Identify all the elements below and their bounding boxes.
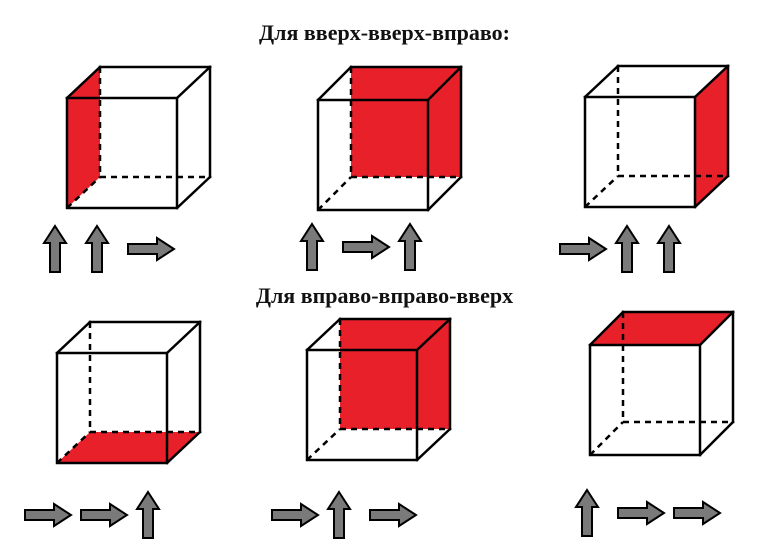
cube-front-edge	[65, 96, 179, 210]
cube-edge	[305, 317, 342, 352]
cube-edge	[698, 310, 735, 347]
highlighted-face-left	[67, 67, 100, 208]
hidden-edge	[584, 175, 619, 208]
cube-edge	[165, 320, 202, 355]
cube-edge	[415, 427, 452, 462]
cube-1-2	[588, 310, 735, 457]
arrow-up-icon	[326, 490, 352, 539]
arrow-right-icon	[24, 502, 73, 528]
cube-edge	[698, 420, 735, 457]
arrow-up-icon	[656, 224, 682, 273]
arrow-up-icon	[42, 224, 68, 273]
cube-edge	[175, 65, 212, 100]
hidden-edge	[66, 176, 101, 209]
arrow-right-icon	[617, 500, 666, 526]
arrow-up-icon	[397, 222, 423, 271]
arrow-right-icon	[342, 234, 391, 260]
cube-edge	[65, 65, 102, 100]
arrow-up-icon	[84, 224, 110, 273]
cube-edge	[588, 310, 625, 347]
arrow-right-icon	[559, 236, 608, 262]
cube-edge	[426, 65, 463, 102]
arrow-right-icon	[127, 236, 176, 262]
cube-edge	[316, 65, 353, 102]
cube-edge	[693, 64, 730, 99]
cube-1-1	[305, 317, 452, 462]
cube-edge	[583, 64, 620, 99]
cube-1-0	[55, 320, 202, 465]
cube-edge	[693, 174, 730, 209]
arrow-up-icon	[574, 488, 600, 537]
cube-front-edge	[55, 351, 169, 465]
section-title-right-right-up: Для вправо-вправо-вверх	[255, 283, 514, 308]
arrow-right-icon	[271, 502, 320, 528]
arrow-up-icon	[299, 222, 325, 271]
arrow-up-icon	[135, 490, 161, 539]
cube-edge	[426, 175, 463, 212]
hidden-edge	[56, 431, 91, 464]
hidden-edge	[589, 421, 624, 456]
cube-front-edge	[316, 98, 430, 212]
cube-edge	[415, 317, 452, 352]
hidden-edge	[317, 176, 352, 211]
highlighted-face-right	[695, 66, 728, 207]
arrow-up-icon	[614, 224, 640, 273]
cube-edge	[175, 175, 212, 210]
cube-0-0	[65, 65, 212, 210]
hidden-edge	[306, 428, 341, 461]
cube-front-edge	[305, 348, 419, 462]
cube-0-1	[316, 65, 463, 212]
cube-0-2	[583, 64, 730, 209]
section-title-up-up-right: Для вверх-вверх-вправо:	[259, 20, 510, 45]
highlighted-face-top	[590, 312, 733, 345]
arrow-right-icon	[673, 500, 722, 526]
cube-edge	[165, 430, 202, 465]
cube-front-edge	[583, 95, 697, 209]
cube-edge	[55, 320, 92, 355]
highlighted-face-bottom	[57, 432, 200, 463]
arrow-right-icon	[369, 502, 418, 528]
arrow-right-icon	[80, 502, 129, 528]
cube-front-edge	[588, 343, 702, 457]
